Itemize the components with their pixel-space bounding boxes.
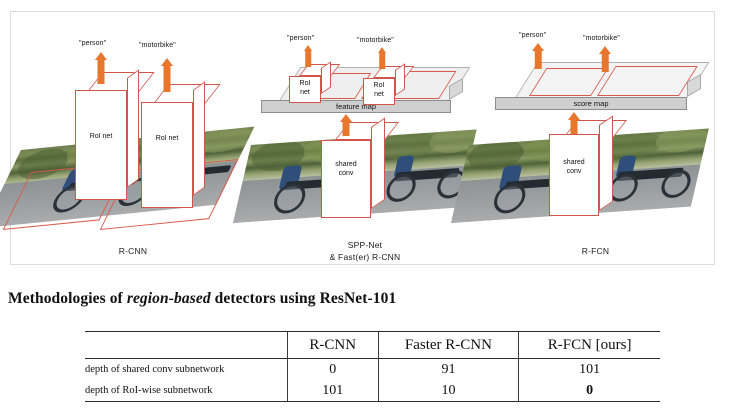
box-side-face (193, 81, 205, 196)
roi-net-box-motorbike: RoI net (141, 81, 221, 208)
cell-shared-conv-faster-r-cnn: 91 (377, 358, 519, 380)
arrow-head (95, 52, 107, 60)
cell-roi-wise-r-fcn: 0 (518, 380, 660, 402)
class-label-motorbike: "motorbike" (357, 37, 394, 44)
shared-conv-label-line2: conv (338, 170, 354, 177)
arrow-head (340, 114, 352, 122)
shared-conv-label-line2: conv (566, 168, 582, 175)
shared-conv-box: shared conv (321, 117, 400, 218)
row-label-shared-conv: depth of shared conv subnetwork (85, 358, 288, 380)
foliage-blob (652, 128, 709, 154)
roi-net-label-line2: net (300, 89, 310, 96)
arrow-head (532, 43, 544, 51)
table-header-row: R-CNN Faster R-CNN R-FCN [ours] (85, 331, 660, 359)
conv-to-featuremap-arrow (333, 114, 359, 136)
shared-conv-box: shared conv (549, 115, 628, 216)
box-front-face (549, 134, 599, 216)
box-front-face (363, 78, 395, 105)
arrow-shaft (601, 52, 609, 72)
box-side-face (395, 63, 405, 96)
box-front-face (289, 76, 321, 103)
roi-net-label: RoI net (155, 135, 179, 142)
panel-caption-spp-line2: & Fast(er) R-CNN (329, 252, 401, 262)
roi-net-label-line2: net (374, 91, 384, 98)
shared-conv-label-line1: shared (335, 161, 357, 168)
arrow-shaft (97, 59, 105, 84)
arrow-head (599, 46, 611, 54)
section-heading: Methodologies of region-based detectors … (8, 290, 396, 308)
arrow-shaft (163, 65, 171, 92)
box-side-face (127, 69, 139, 188)
table-row: depth of shared conv subnetwork 0 91 101 (85, 358, 660, 380)
arrow-shaft (342, 121, 350, 136)
header-cell-r-cnn: R-CNN (286, 331, 379, 359)
arrow-head (568, 112, 580, 120)
score-map-label: score map (573, 99, 609, 108)
roi-net-label-line1: RoI (373, 82, 385, 89)
output-arrow-motorbike (154, 58, 180, 92)
heading-emphasis: region-based (126, 290, 211, 307)
output-arrow-motorbike (372, 47, 392, 69)
figure-panel: RoI net "person" RoI net "motorbike" R-C… (0, 11, 715, 266)
arrow-shaft (570, 119, 578, 134)
roi-net-box-motorbike: RoI net (363, 63, 415, 106)
table-row: depth of RoI-wise subnetwork 101 10 0 (85, 380, 660, 402)
panel-caption-r-fcn: R-FCN (581, 246, 610, 256)
panel-caption-r-cnn: R-CNN (118, 246, 148, 256)
roi-net-label-line1: RoI (299, 80, 311, 87)
feature-map-bar (261, 100, 451, 113)
output-arrow-person (527, 43, 549, 69)
row-label-roi-wise: depth of RoI-wise subnetwork (85, 380, 288, 402)
panel-r-fcn: shared conv score map "person" (450, 12, 714, 266)
class-label-motorbike: "motorbike" (139, 42, 176, 49)
class-label-person: "person" (287, 35, 315, 42)
header-cell-faster-r-cnn: Faster R-CNN (377, 331, 519, 359)
comparison-table-wrapper: R-CNN Faster R-CNN R-FCN [ours] depth of… (85, 331, 660, 402)
panel-r-cnn: RoI net "person" RoI net "motorbike" R-C… (0, 12, 255, 266)
roi-net-box-person: RoI net (289, 61, 341, 104)
score-map-bar (495, 97, 687, 110)
shared-conv-label-line1: shared (563, 159, 585, 166)
cell-shared-conv-r-fcn: 101 (518, 358, 660, 380)
arrow-shaft (379, 52, 385, 69)
roi-net-box-person: RoI net (75, 69, 155, 200)
header-cell-r-fcn: R-FCN [ours] (518, 331, 660, 359)
score-map-slab: score map (495, 62, 710, 114)
arrow-shaft (534, 49, 542, 69)
box-front-face (141, 102, 193, 208)
arrow-head (161, 58, 173, 66)
conv-to-scoremap-arrow (561, 112, 587, 134)
header-cell-blank (85, 331, 288, 359)
output-arrow-person (298, 45, 318, 67)
box-front-face (75, 90, 127, 200)
class-label-person: "person" (519, 32, 547, 39)
box-side-face (371, 117, 385, 209)
arrow-head (304, 45, 312, 51)
cell-shared-conv-r-cnn: 0 (286, 358, 379, 380)
feature-map-label: feature map (335, 102, 377, 111)
box-side-face (321, 61, 331, 94)
class-label-person: "person" (79, 40, 107, 47)
arrow-shaft (305, 50, 311, 67)
panel-caption-spp-line1: SPP-Net (347, 240, 383, 250)
panel-spp-net: shared conv feature map (232, 12, 479, 266)
heading-part2: detectors using ResNet-101 (210, 290, 397, 307)
class-label-motorbike: "motorbike" (583, 35, 620, 42)
box-side-face (599, 115, 613, 211)
comparison-table: R-CNN Faster R-CNN R-FCN [ours] depth of… (85, 331, 660, 402)
feature-map-slab: feature map (261, 67, 471, 117)
box-front-face (321, 140, 371, 218)
arrow-head (378, 47, 386, 53)
roi-net-label: RoI net (89, 133, 113, 140)
output-arrow-person (88, 52, 114, 84)
output-arrow-motorbike (594, 46, 616, 72)
cell-roi-wise-r-cnn: 101 (286, 380, 379, 402)
heading-part1: Methodologies of (8, 290, 127, 307)
cell-roi-wise-faster-r-cnn: 10 (377, 380, 519, 402)
